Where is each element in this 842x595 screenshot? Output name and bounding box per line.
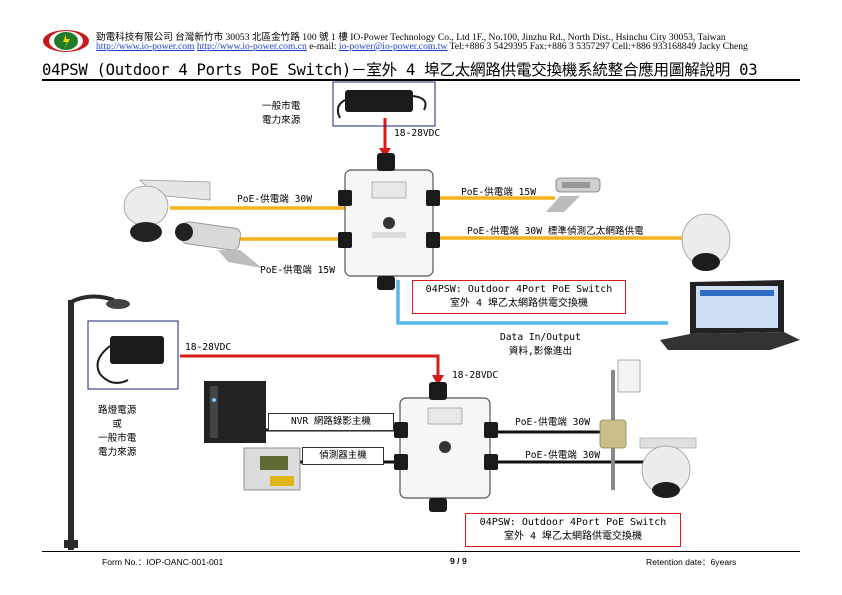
laptop-icon [660,280,800,350]
poe-dome-bottom-label: PoE-供電端 30W [525,450,600,461]
page-title: 04PSW (Outdoor 4 Ports PoE Switch)－室外 4 … [42,61,758,79]
poe-switch-bottom-icon [394,382,498,512]
nvr-device-icon [204,381,266,443]
poe-dome-left-label: PoE-供電端 30W [237,194,312,205]
top-power-source-label: 一般市電 電力來源 [262,101,301,126]
poe-bullet-left-label: PoE-供電端 15W [260,265,335,276]
vdc-top-label: 18-28VDC [394,128,441,139]
detector-label: 偵測器主機 [302,447,384,465]
header-address: 勁電科技有限公司 台灣新竹市 30053 北區金竹路 100 號 1 樓 IO-… [96,32,726,43]
power-adapter-top-icon [336,90,427,119]
poe-dome-right-label: PoE-供電端 30W 標準偵測乙太網路供電 [467,226,644,237]
nvr-label: NVR 網路錄影主機 [268,413,394,431]
footer-divider [42,551,800,552]
bullet-camera-right-icon [546,177,601,212]
io-power-logo [43,30,89,52]
power-adapter-top-frame [332,81,436,127]
cable-power-bottom [180,354,440,378]
poe-switch-top-icon [338,153,440,290]
wireless-ap-icon [599,359,641,490]
form-number: Form No.：IOP-OANC-001-001 [102,557,224,567]
title-divider [42,79,800,81]
street-lamp-icon [64,294,130,550]
dome-camera-bottom-icon [639,437,697,498]
switch-top-caption: 04PSW: Outdoor 4Port PoE Switch 室外 4 埠乙太… [412,280,626,314]
bullet-camera-left-icon [175,221,262,268]
switch-bottom-caption: 04PSW: Outdoor 4Port PoE Switch 室外 4 埠乙太… [465,513,681,547]
page-number: 9 / 9 [450,556,467,566]
vdc-mid-right-label: 18-28VDC [452,370,499,381]
retention-date: Retention date：6years [646,557,737,567]
email-link[interactable]: io-power@io-power.com.tw [338,41,448,52]
phone-info: Tel:+886 3 5429395 Fax:+886 3 5357297 Ce… [449,41,748,52]
poe-bullet-right-label: PoE-供電端 15W [461,187,536,198]
vdc-mid-left-label: 18-28VDC [185,342,232,353]
arrow-power-bottom [432,375,444,386]
email-label: e-mail: [309,41,337,52]
dome-camera-right-icon [681,213,731,271]
detector-device-icon [243,447,301,491]
data-io-label: Data In/Output 資料,影像進出 [500,332,581,357]
street-power-source-label: 路燈電源 或 一般市電 電力來源 [98,405,137,458]
poe-ap-label: PoE-供電端 30W [515,417,590,428]
cable-data-laptop [396,280,668,325]
power-adapter-bottom-icon [96,336,164,384]
website-link-com[interactable]: http://www.io-power.com [96,41,195,52]
power-adapter-bottom-frame [87,320,179,390]
dome-camera-left-icon [123,179,211,242]
header-contact-line: http://www.io-power.com http://www.io-po… [96,41,748,52]
website-link-cn[interactable]: http://www.io-power.com.cn [196,41,307,52]
